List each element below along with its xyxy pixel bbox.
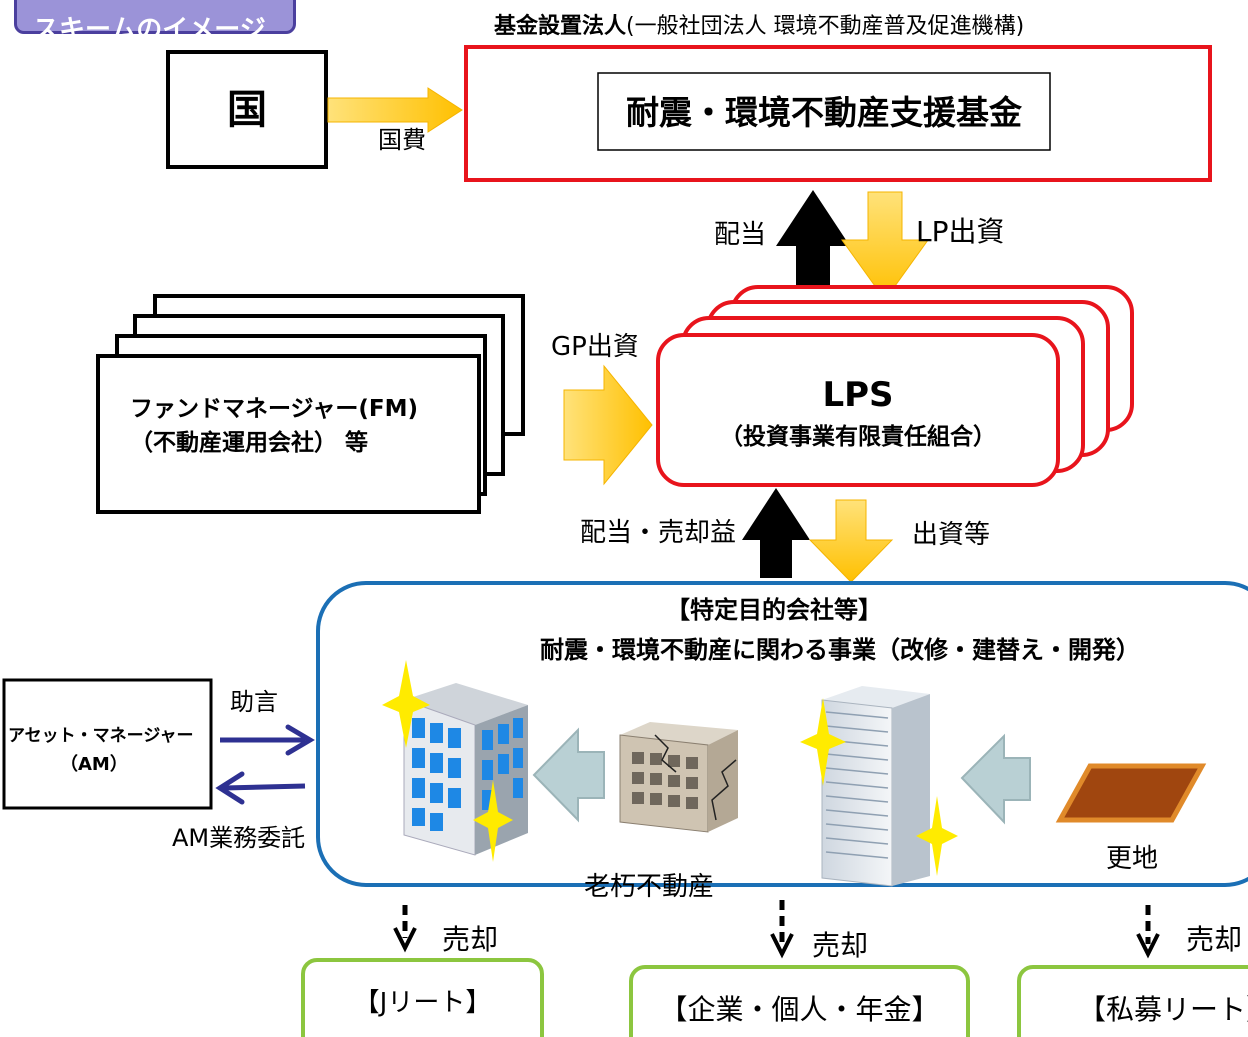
sale-target-private-reit: 【私募リート】 (1078, 993, 1248, 1026)
gp-investment-label: GP出資 (551, 332, 639, 362)
lps-box-front (656, 333, 1060, 487)
new-building-illustration (403, 683, 528, 856)
development-arrow (960, 733, 1031, 825)
lps-subtitle: （投資事業有限責任組合） (720, 424, 996, 450)
lps-title: LPS (822, 375, 894, 415)
country-box (166, 50, 328, 169)
aging-building-illustration (619, 722, 738, 833)
dividend-gain-arrow (742, 488, 810, 578)
lp-investment-arrow (841, 191, 929, 301)
sale-target-box (1017, 965, 1248, 1037)
dividend-arrow-top (776, 190, 850, 290)
spc-title: 【特定目的会社等】 (666, 596, 882, 624)
sale-target-corporate: 【企業・個人・年金】 (659, 993, 940, 1026)
advice-label: 助言 (230, 688, 278, 716)
am-box (2, 678, 213, 810)
sale-label: 売却 (442, 923, 499, 956)
sparkle-icon (916, 796, 958, 876)
vacant-land-shape (1055, 763, 1207, 823)
investment-etc-label: 出資等 (912, 520, 991, 550)
foundation-header: 基金設置法人(一般社団法人 環境不動産普及促進機構) (494, 16, 1024, 38)
country-label: 国 (227, 87, 267, 133)
sale-target-box (301, 958, 544, 1037)
sparkle-icon (382, 660, 430, 748)
vacant-land-label: 更地 (1106, 844, 1159, 874)
sale-label: 売却 (1186, 923, 1243, 956)
dividend-gain-label: 配当・売却益 (580, 518, 737, 548)
gp-investment-arrow (563, 364, 653, 486)
renovation-arrow (532, 727, 605, 823)
spc-subtitle: 耐震・環境不動産に関わる事業（改修・建替え・開発） (540, 636, 1140, 664)
scheme-badge-label: スキームのイメージ (33, 15, 266, 45)
fm-line1: ファンドマネージャー(FM) (130, 396, 419, 422)
national-expense-label: 国費 (378, 126, 426, 154)
country-to-fund-arrow (327, 87, 463, 133)
foundation-header-main: 基金設置法人 (494, 14, 627, 39)
sale-target-jreit: 【Jリート】 (353, 988, 492, 1018)
lp-investment-label: LP出資 (916, 215, 1005, 248)
sale-label: 売却 (812, 929, 869, 962)
spc-box (316, 581, 1248, 887)
delegation-arrow (223, 783, 306, 791)
am-line1: アセット・マネージャー (8, 726, 194, 746)
sparkle-icon (473, 780, 513, 862)
foundation-header-sub: (一般社団法人 環境不動産普及促進機構) (626, 14, 1025, 39)
fund-name: 耐震・環境不動産支援基金 (626, 93, 1022, 132)
dividend-label-top: 配当 (714, 220, 767, 250)
sale-arrows (393, 900, 1160, 959)
am-line2: （AM） (60, 754, 128, 775)
sparkle-icon (800, 698, 846, 786)
fund-inner-box (597, 72, 1051, 151)
sale-target-box (629, 965, 970, 1037)
investment-etc-arrow (808, 499, 894, 583)
fm-line2: （不動産運用会社） 等 (130, 430, 369, 456)
tower-building-illustration (821, 686, 930, 887)
fm-box-front (96, 354, 481, 514)
am-delegation-label: AM業務委託 (172, 824, 306, 852)
aging-property-label: 老朽不動産 (584, 872, 715, 902)
scheme-badge: スキームのイメージ (14, 0, 296, 45)
